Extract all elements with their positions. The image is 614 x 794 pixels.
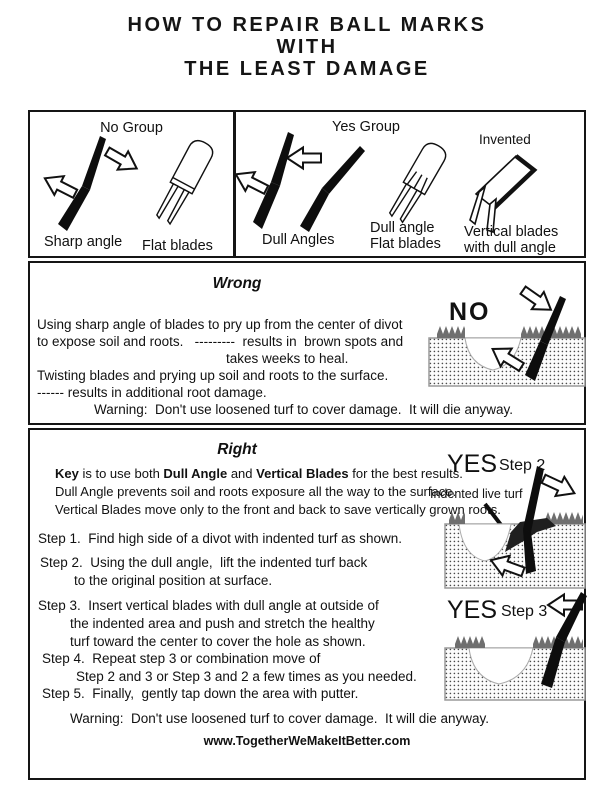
vertical-blades-tool-illustration — [469, 154, 538, 234]
sharp-angle-tool-blade — [58, 186, 90, 231]
step-line: Step 2. Using the dull angle, lift the i… — [40, 555, 368, 570]
invented-label: Invented — [479, 132, 531, 147]
wrong-line: takes weeks to heal. — [226, 351, 349, 366]
step-line: the indented area and push and stretch t… — [70, 616, 375, 631]
indented-turf-annotation: Indented live turf — [430, 487, 523, 501]
sharp-angle-tool-illustration — [39, 136, 143, 231]
grass-tuft — [449, 512, 465, 520]
dull-angle-tool-arm — [322, 146, 365, 194]
fork-prong — [388, 183, 412, 218]
grass-band — [437, 334, 465, 338]
fork-prong — [166, 188, 190, 226]
dull-angle-tool-arm — [271, 132, 294, 186]
flat-blades-label: Flat blades — [142, 238, 213, 254]
wrong-warning: Warning: Don't use loosened turf to cove… — [94, 402, 514, 417]
repair-tool-blade — [541, 637, 565, 688]
grass-band — [455, 644, 485, 648]
wrong-line: Twisting blades and prying up soil and r… — [37, 368, 389, 383]
sharp-angle-label: Sharp angle — [44, 234, 123, 250]
step-line: Step 4. Repeat step 3 or combination mov… — [42, 651, 321, 666]
right-warning: Warning: Don't use loosened turf to cove… — [70, 711, 490, 726]
no-divot-repair-illustration: NO — [428, 280, 586, 387]
fork-prong — [156, 182, 180, 220]
invented-tool-heavy-edge — [492, 154, 538, 210]
title-line-1: HOW TO REPAIR BALL MARKS — [127, 14, 487, 36]
sharp-angle-tool-arm — [82, 136, 106, 190]
step-line: to the original position at surface. — [74, 573, 273, 588]
grass-tuft — [455, 636, 485, 644]
step-line: Step 2 and 3 or Step 3 and 2 a few times… — [76, 669, 417, 684]
yes-step2-illustration: YES Step 2 Indented live turf — [430, 450, 586, 589]
dull-angles-tools-illustration — [236, 132, 365, 232]
title-line-2: WITH — [276, 36, 338, 58]
key-line: Dull Angle prevents soil and roots expos… — [55, 484, 457, 499]
vertical-blades-label: Vertical blades with dull angle — [464, 224, 559, 256]
title-line-3: THE LEAST DAMAGE — [184, 58, 430, 80]
right-heading: Right — [217, 441, 257, 458]
fork-ferrule-line — [172, 176, 195, 190]
grass-tuft — [437, 326, 465, 334]
dull-angles-label: Dull Angles — [262, 232, 335, 248]
fork-handle — [169, 139, 214, 195]
yes-group-heading: Yes Group — [332, 119, 400, 135]
tool-groups-box: No Group Sharp angle Flat blades Yes — [28, 110, 586, 258]
yes-label: YES — [447, 450, 497, 478]
yes-group-panel: Yes Group Invented — [236, 112, 584, 256]
dull-angle-tool-blade — [300, 188, 329, 232]
repair-tool-blade — [523, 529, 536, 574]
fork-slot-line — [406, 171, 418, 185]
page-title: HOW TO REPAIR BALL MARKS WITH THE LEAST … — [0, 14, 614, 80]
website-url: www.TogetherWeMakeItBetter.com — [203, 734, 411, 748]
block-arrow-up-left-icon — [39, 167, 81, 205]
divot-hole — [468, 647, 534, 685]
repair-tool-arm — [556, 592, 587, 642]
repair-tool-arm — [540, 296, 566, 345]
step-line: Step 3. Insert vertical blades with dull… — [38, 598, 379, 613]
flat-blades-tool-illustration — [156, 139, 214, 226]
yes-step3-illustration: YES Step 3 — [444, 592, 587, 701]
key-line: Key is to use both Dull Angle and Vertic… — [55, 466, 463, 481]
divot-hole — [458, 523, 512, 562]
block-arrow-down-right-icon — [516, 280, 558, 320]
repair-tool-arm — [523, 466, 544, 532]
fork-slot-line — [413, 174, 423, 189]
wrong-line: Using sharp angle of blades to pry up fr… — [37, 317, 403, 332]
wrong-section: Wrong Using sharp angle of blades to pry… — [28, 261, 586, 425]
step-line: Step 1. Find high side of a divot with i… — [38, 531, 402, 546]
grass-band — [449, 520, 465, 524]
no-label: NO — [449, 298, 491, 326]
block-arrow-left-icon — [286, 146, 322, 170]
grass-band — [545, 520, 583, 524]
wrong-line: ------ results in additional root damage… — [37, 385, 267, 400]
step-line: Step 5. Finally, gently tap down the are… — [42, 686, 359, 701]
no-group-heading: No Group — [100, 120, 163, 136]
wrong-line: to expose soil and roots. --------- resu… — [37, 334, 404, 349]
fork-handle — [402, 142, 447, 196]
fork-prong — [399, 189, 423, 224]
grass-tuft — [545, 512, 583, 520]
step-line: turf toward the center to cover the hole… — [70, 634, 366, 649]
step3-label: Step 3 — [501, 603, 547, 620]
yes-label: YES — [447, 596, 497, 624]
dull-angle-tool-blade — [253, 182, 280, 229]
no-group-panel: No Group Sharp angle Flat blades — [30, 112, 236, 256]
right-section: Right Key is to use both Dull Angle and … — [28, 428, 587, 780]
dull-flat-label: Dull angle Flat blades — [370, 220, 441, 252]
wrong-heading: Wrong — [212, 275, 262, 292]
block-arrow-down-right-icon — [538, 468, 580, 504]
step2-label: Step 2 — [499, 457, 545, 474]
repair-tool-blade — [525, 341, 548, 381]
fork-slot-line — [420, 177, 428, 193]
vertical-blade-prong — [486, 197, 497, 234]
vertical-blade-prong — [469, 184, 487, 226]
dull-angle-flat-blades-tool-illustration — [388, 142, 447, 224]
